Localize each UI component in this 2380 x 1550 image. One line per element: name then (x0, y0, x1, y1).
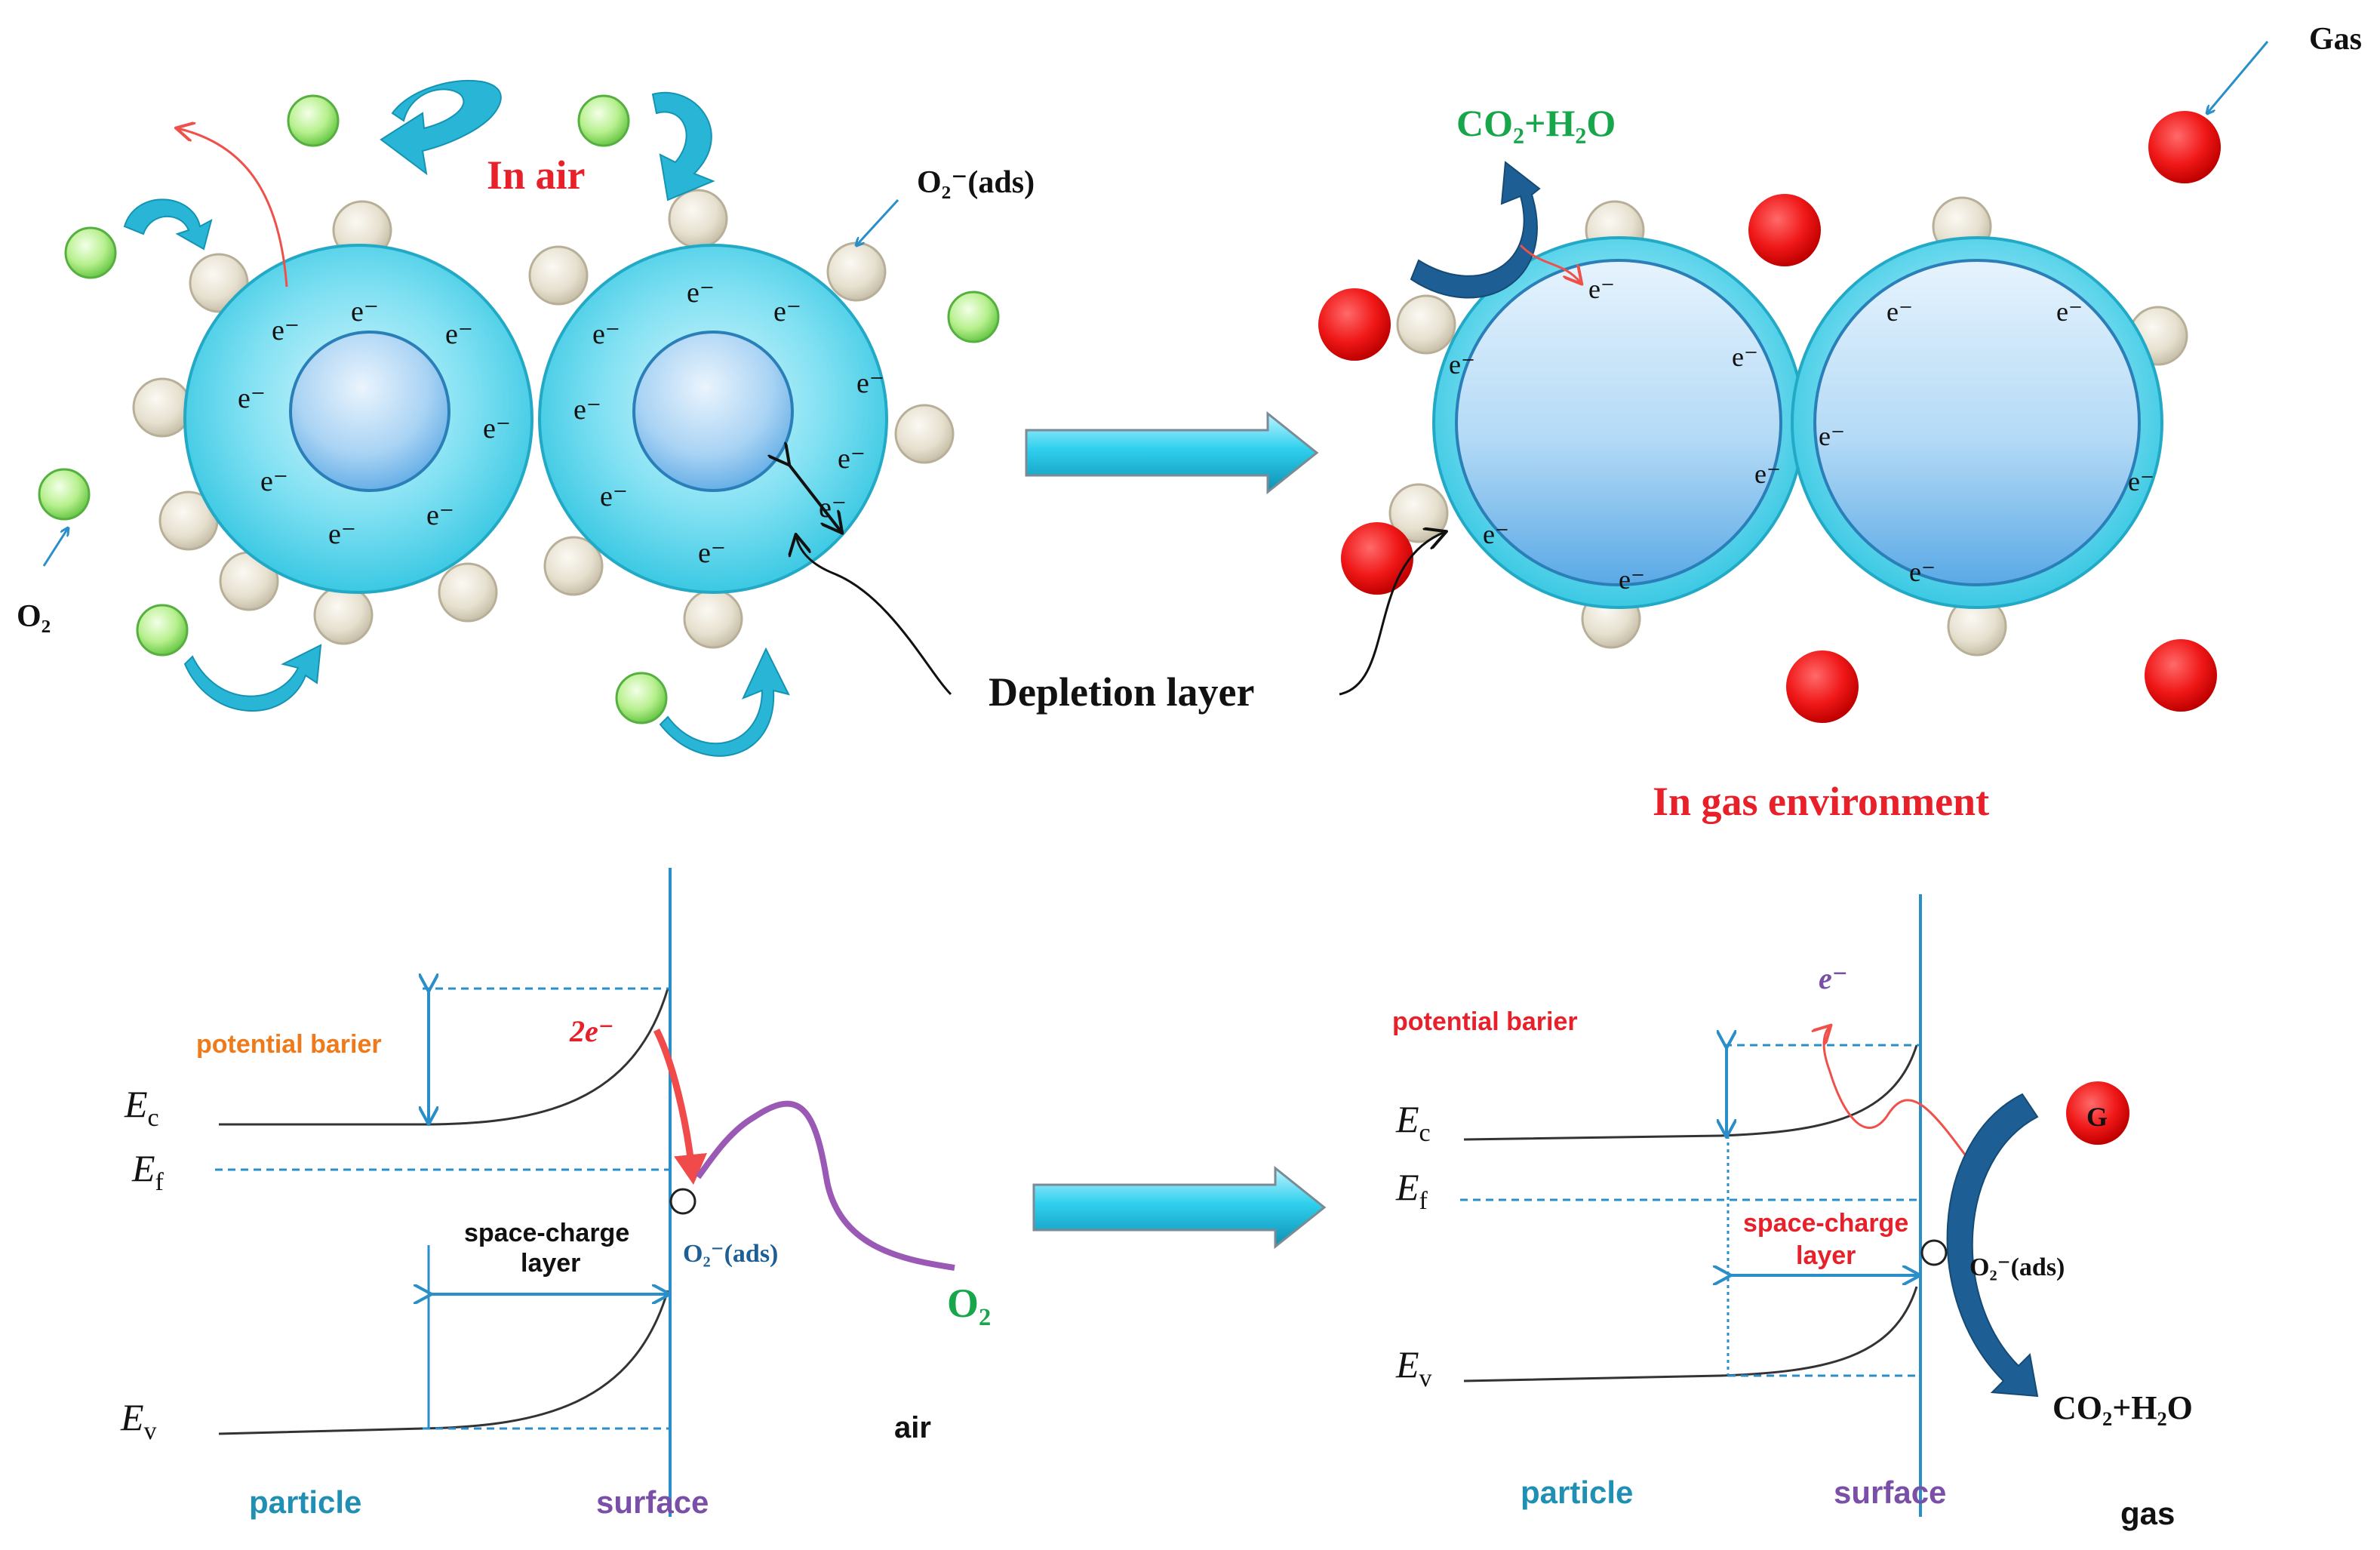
label-e-right: e⁻ (1819, 961, 1848, 995)
adsorption-arrows (123, 79, 790, 757)
label-potential-barrier-left: potential barier (196, 1030, 382, 1059)
label-o2-ads-right: O₂⁻(ads) (1969, 1253, 2065, 1281)
label-2e: 2e⁻ (569, 1014, 614, 1048)
svg-text:e⁻: e⁻ (1886, 297, 1913, 327)
gas-molecule-g (2066, 1081, 2129, 1145)
svg-text:e⁻: e⁻ (1732, 342, 1758, 372)
label-depletion-layer: Depletion layer (989, 669, 1254, 715)
svg-text:e⁻: e⁻ (238, 383, 266, 414)
svg-text:e⁻: e⁻ (573, 394, 601, 426)
svg-text:e⁻: e⁻ (1819, 421, 1845, 451)
svg-text:e⁻: e⁻ (600, 481, 628, 512)
label-g: G (2086, 1102, 2108, 1132)
svg-text:e⁻: e⁻ (1754, 459, 1781, 489)
co2-release-arrow-bottom (1946, 1093, 2039, 1398)
label-surface-left: surface (596, 1484, 709, 1520)
label-gas-bottom: gas (2120, 1496, 2175, 1531)
gas-molecules (1318, 111, 2221, 723)
svg-text:e⁻: e⁻ (687, 277, 715, 309)
particle-core-right (632, 331, 794, 492)
depletion-double-arrow (789, 464, 841, 532)
transition-arrow-top (1025, 411, 1319, 495)
label-o2: O₂ (17, 599, 51, 634)
electron-capture-arrow-air (653, 1028, 707, 1185)
label-space-charge-right-2: layer (1796, 1241, 1856, 1270)
adsorbed-o2-ions (132, 189, 955, 649)
reaction-electron-arrow (1519, 244, 1581, 283)
o2-ads-pointer-arrow (856, 198, 899, 245)
svg-text:e⁻: e⁻ (260, 466, 288, 497)
svg-text:e⁻: e⁻ (1909, 557, 1936, 587)
svg-text:e⁻: e⁻ (1619, 564, 1645, 595)
conduction-band-right (1463, 1044, 1918, 1141)
svg-text:e⁻: e⁻ (592, 318, 620, 350)
label-particle-left: particle (249, 1484, 361, 1520)
svg-text:e⁻: e⁻ (445, 318, 473, 350)
gas-pointer-arrow (2207, 41, 2269, 113)
co2-release-arrow (1410, 161, 1541, 299)
band-diagram-gas: G potential barier e⁻ Ec Ef Ev space-cha… (1392, 894, 2193, 1531)
label-particle-right: particle (1521, 1475, 1633, 1510)
band-diagram-air: potential barier Ec Ef Ev 2e⁻ space-char… (120, 868, 991, 1520)
svg-text:e⁻: e⁻ (272, 315, 300, 346)
gas-particle-core-right (1813, 259, 2141, 586)
svg-text:e⁻: e⁻ (2056, 297, 2083, 327)
electron-release-arrow (1824, 1026, 1975, 1167)
label-in-air: In air (487, 152, 586, 198)
label-o2-bottom: O₂ (947, 1281, 991, 1326)
o2-molecules (38, 94, 1000, 724)
gas-particle-core-left (1455, 259, 1782, 586)
label-space-charge-left-1: space-charge (464, 1219, 629, 1247)
svg-text:e⁻: e⁻ (483, 413, 511, 444)
svg-text:e⁻: e⁻ (1588, 274, 1615, 304)
svg-text:e⁻: e⁻ (351, 296, 379, 328)
adsorption-site-left (669, 1188, 696, 1215)
label-co2-h2o-bottom: CO₂+H₂O (2053, 1389, 2193, 1426)
electron-transfer-arrow (177, 128, 288, 288)
svg-text:e⁻: e⁻ (1483, 519, 1509, 549)
o2-pointer-arrow (42, 528, 68, 567)
svg-text:e⁻: e⁻ (2128, 466, 2154, 497)
conduction-band-left (219, 988, 669, 1126)
label-air: air (894, 1411, 931, 1444)
svg-text:e⁻: e⁻ (856, 368, 884, 399)
svg-text:e⁻: e⁻ (698, 537, 726, 569)
label-ec-right: Ec (1395, 1098, 1431, 1147)
label-o2-ads-left: O₂⁻(ads) (683, 1240, 778, 1268)
o2-adsorption-curve (695, 1100, 955, 1271)
depletion-pointer-right (1339, 532, 1445, 696)
svg-text:e⁻: e⁻ (426, 500, 454, 531)
label-ef-right: Ef (1395, 1166, 1428, 1215)
label-space-charge-left-2: layer (521, 1249, 580, 1278)
svg-text:e⁻: e⁻ (1449, 349, 1475, 380)
label-ef-left: Ef (131, 1147, 165, 1196)
label-surface-right: surface (1834, 1475, 1946, 1510)
svg-text:e⁻: e⁻ (328, 518, 356, 550)
valence-band-right (1463, 1286, 1918, 1382)
label-co2-h2o-top: CO₂+H₂O (1456, 102, 1616, 144)
valence-band-left (218, 1290, 669, 1435)
depletion-pointer-left (796, 536, 952, 696)
label-ev-right: Ev (1395, 1343, 1432, 1392)
label-ec-left: Ec (124, 1083, 159, 1132)
adsorption-site-right (1920, 1239, 1948, 1266)
particle-core-left (289, 331, 450, 492)
transition-arrow-bottom (1032, 1165, 1327, 1250)
svg-text:e⁻: e⁻ (773, 296, 801, 328)
label-potential-barrier-right: potential barier (1392, 1007, 1578, 1036)
label-in-gas: In gas environment (1653, 779, 1989, 824)
panel-in-air: e⁻ e⁻ e⁻ e⁻ e⁻ e⁻ e⁻ e⁻ e⁻ e⁻ e⁻ e⁻ e⁻ e… (17, 79, 1035, 757)
label-gas-top: Gas (2309, 22, 2362, 57)
label-o2-ads-top: O₂⁻(ads) (917, 165, 1035, 200)
label-space-charge-right-1: space-charge (1743, 1209, 1908, 1238)
svg-text:e⁻: e⁻ (838, 443, 866, 475)
electrons-in-gas: e⁻ e⁻ e⁻ e⁻ e⁻ e⁻ e⁻ e⁻ e⁻ e⁻ e⁻ (1449, 274, 2154, 595)
label-ev-left: Ev (120, 1396, 157, 1445)
panel-in-gas: e⁻ e⁻ e⁻ e⁻ e⁻ e⁻ e⁻ e⁻ e⁻ e⁻ e⁻ Gas CO₂… (1318, 22, 2362, 824)
